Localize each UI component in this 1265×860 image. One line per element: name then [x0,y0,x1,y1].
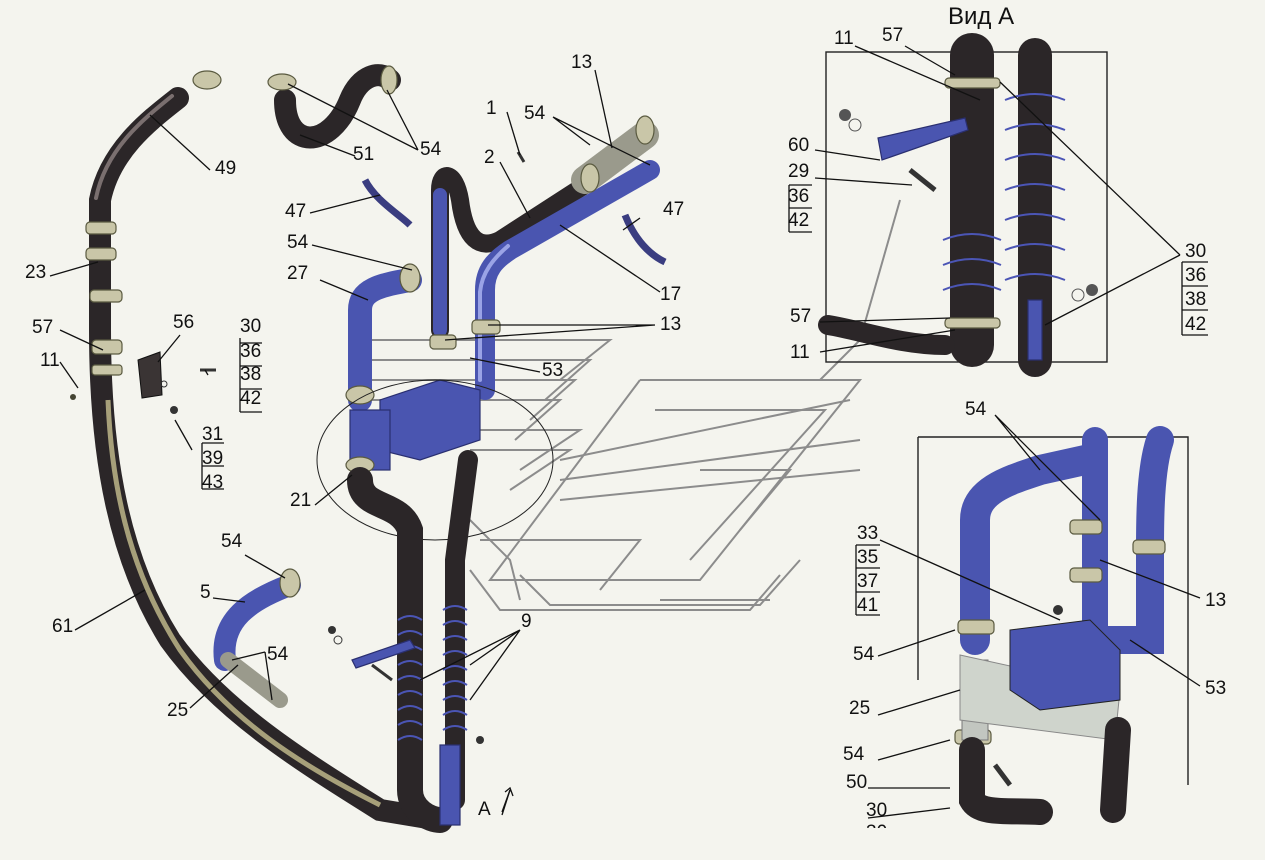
strap-47 [361,178,667,266]
stack-56-38: 38 [240,364,261,385]
clamp [580,163,600,193]
bracket-56 [137,351,163,399]
callout-47: 47 [285,201,306,222]
detail-ellipse [316,379,554,541]
clamp [85,221,117,235]
callout-61: 61 [52,616,73,637]
callout-33: 33 [857,523,878,544]
bracket-plate [351,639,416,669]
callout-29: 29 [788,161,809,182]
callout-11: 11 [834,28,854,49]
callout-25: 25 [849,698,870,719]
clamp [85,247,117,261]
callout-49: 49 [215,158,236,179]
callout-51: 51 [353,144,374,165]
stack-56-42: 42 [240,388,261,409]
callout-54: 54 [843,744,865,765]
clamp [380,65,398,95]
hose-61 [89,87,451,831]
hose-51 [267,64,401,149]
view-a-title: Вид А [948,3,1014,30]
stack-33-37: 37 [857,571,878,592]
callout-57: 57 [882,25,903,46]
callout-54: 54 [420,139,442,160]
clamp [89,289,123,303]
stack-31-31: 31 [202,424,223,445]
callout-54: 54 [853,644,875,665]
callout-54: 54 [287,232,309,253]
clamps-left [85,70,222,376]
callout-1: 1 [486,98,497,119]
callout-54: 54 [267,644,289,665]
stack-30-30: 30 [1185,241,1206,262]
callout-47: 47 [663,199,684,220]
callout-54: 54 [524,103,546,124]
clamp [345,385,375,405]
callout-11: 11 [40,350,60,371]
clamp [429,334,457,350]
stack-56-36: 36 [240,341,261,362]
callout-30: 30 [866,800,887,821]
clamp [91,339,123,355]
hose-17 [475,160,660,400]
stack-30-36: 36 [1185,265,1206,286]
valve-block [345,379,481,474]
callout-23: 23 [25,262,46,283]
stack-30-38: 38 [1185,289,1206,310]
clamp [399,263,421,293]
stack-30-42: 42 [1185,314,1206,335]
callout-17: 17 [660,284,681,305]
clamp [192,70,222,90]
callout-50: 50 [846,772,867,793]
callout-5: 5 [200,582,211,603]
bracket [439,744,461,826]
detail-content [954,426,1174,825]
callout-54: 54 [221,531,243,552]
stack-29-36: 36 [788,186,809,207]
callout-21: 21 [290,490,311,511]
callout-2: 2 [484,147,495,168]
callout-27: 27 [287,263,308,284]
stack-33-41: 41 [857,595,878,616]
arrow-a-label: A [478,799,491,820]
tube-13 [571,115,659,194]
view-a-content [818,33,1098,377]
callout-cut: 30 [866,822,887,843]
clamp [635,115,655,145]
callout-13: 13 [571,52,592,73]
stack-dividers [201,184,1208,616]
clamp [267,73,297,91]
leader-lines [49,45,1201,819]
callout-13: 13 [660,314,681,335]
callout-9: 9 [521,611,532,632]
stack-31-39: 39 [202,448,223,469]
callout-53: 53 [1205,678,1226,699]
hose-5 [213,568,301,708]
callout-13: 13 [1205,590,1226,611]
callout-53: 53 [542,360,563,381]
stack-31-43: 43 [202,472,223,493]
callout-25: 25 [167,700,188,721]
callout-56: 56 [173,312,194,333]
hose-2 [431,167,594,339]
callout-57: 57 [32,317,53,338]
fasteners [70,151,526,744]
callout-57: 57 [790,306,811,327]
down-hoses [347,450,478,833]
callout-60: 60 [788,135,809,156]
arrow-a-icon [501,786,514,813]
clamp [471,319,501,335]
clamp [91,364,123,376]
hose-27 [345,263,422,412]
stack-33-35: 35 [857,547,878,568]
stack-29-42: 42 [788,210,809,231]
callout-11: 11 [790,342,810,363]
clamp [279,568,301,598]
stack-56-30: 30 [240,316,261,337]
detail-frame [918,436,1189,785]
callout-54: 54 [965,399,987,420]
